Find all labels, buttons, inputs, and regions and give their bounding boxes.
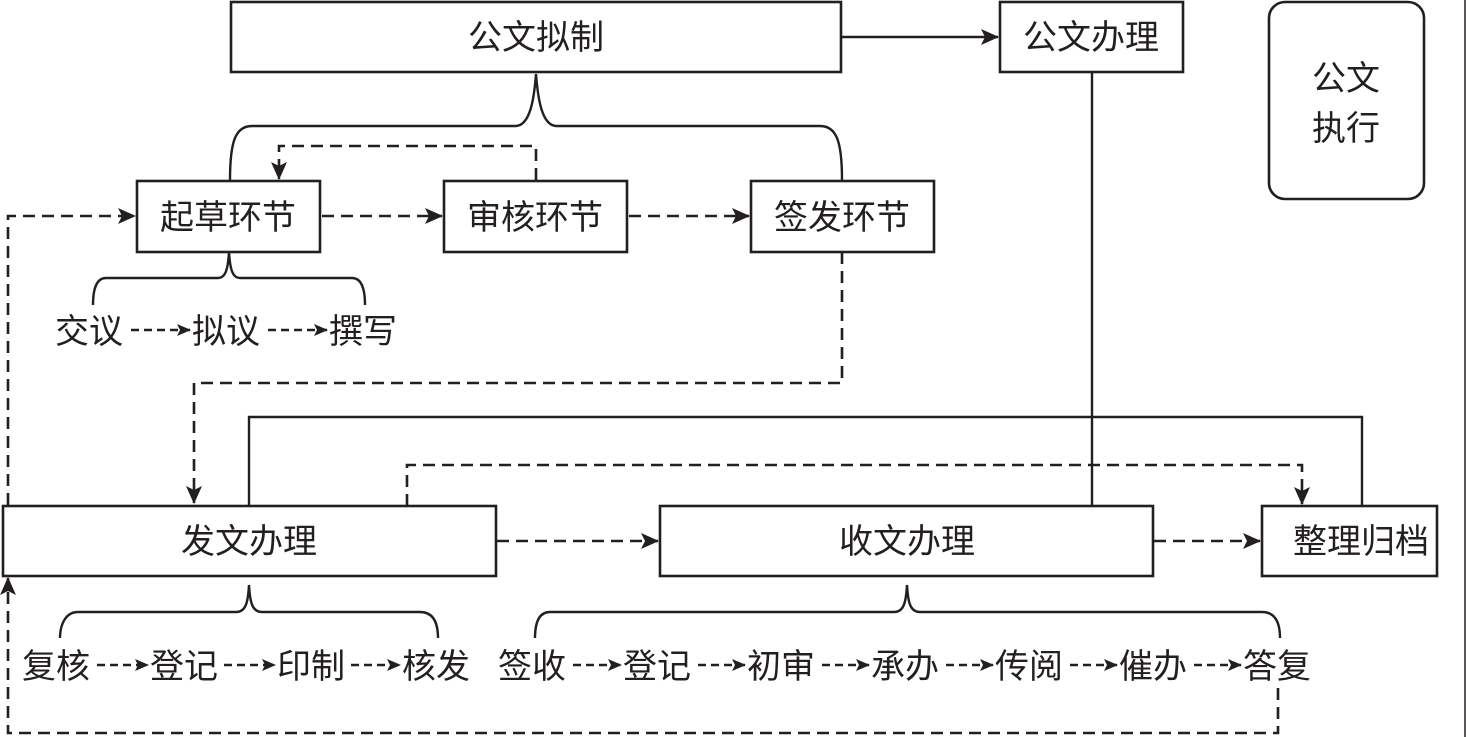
node-archive [1260, 504, 1439, 578]
incoming-step: 初审 [747, 647, 815, 687]
edge-loop-to-draft [6, 208, 136, 505]
node-execution-label-2: 执行 [1312, 109, 1380, 149]
outgoing-step: 复核 [22, 647, 90, 687]
edge-outgoing-archive-link [247, 415, 1364, 506]
incoming-steps: 签收 登记 初审 承办 传阅 催办 答复 [498, 647, 1311, 687]
draft-step: 撰写 [329, 312, 397, 352]
brace-outgoing [58, 584, 440, 639]
node-sign-stage-label: 签发环节 [774, 198, 910, 238]
incoming-step: 签收 [498, 647, 566, 687]
edge-sign-to-outgoing [186, 252, 844, 504]
node-drafting-label: 公文拟制 [468, 18, 604, 58]
incoming-step: 催办 [1119, 647, 1187, 687]
incoming-step: 登记 [623, 647, 691, 687]
node-execution-label-1: 公文 [1312, 59, 1380, 99]
outgoing-step: 印制 [277, 647, 345, 687]
outgoing-steps: 复核 登记 印制 核发 [22, 647, 470, 687]
brace-incoming [533, 584, 1282, 639]
incoming-step: 承办 [871, 647, 939, 687]
brace-drafting [228, 73, 844, 181]
node-review-stage-label: 审核环节 [467, 198, 603, 238]
node-execution [1267, 0, 1426, 201]
outgoing-step: 核发 [402, 647, 470, 687]
node-archive-label: 整理归档 [1293, 522, 1429, 562]
brace-draft-stage [91, 251, 367, 306]
incoming-step: 答复 [1243, 647, 1311, 687]
outgoing-step: 登记 [150, 647, 218, 687]
draft-step: 拟议 [192, 312, 260, 352]
node-incoming [658, 504, 1155, 578]
node-draft-stage [135, 179, 322, 254]
node-outgoing-label: 发文办理 [181, 522, 317, 562]
node-review-stage [442, 179, 629, 254]
draft-step: 交议 [55, 312, 123, 352]
node-outgoing [1, 504, 498, 578]
node-sign-stage [749, 179, 936, 254]
draft-steps: 交议 拟议 撰写 [55, 312, 397, 352]
edge-outgoing-to-archive [405, 463, 1310, 506]
node-handling-label: 公文办理 [1023, 18, 1159, 58]
incoming-step: 传阅 [995, 647, 1063, 687]
node-incoming-label: 收文办理 [839, 522, 975, 562]
node-draft-stage-label: 起草环节 [160, 198, 296, 238]
node-handling [998, 0, 1185, 74]
edge-review-back-to-draft [271, 144, 538, 180]
edge-reply-back-to-outgoing [0, 577, 1280, 735]
